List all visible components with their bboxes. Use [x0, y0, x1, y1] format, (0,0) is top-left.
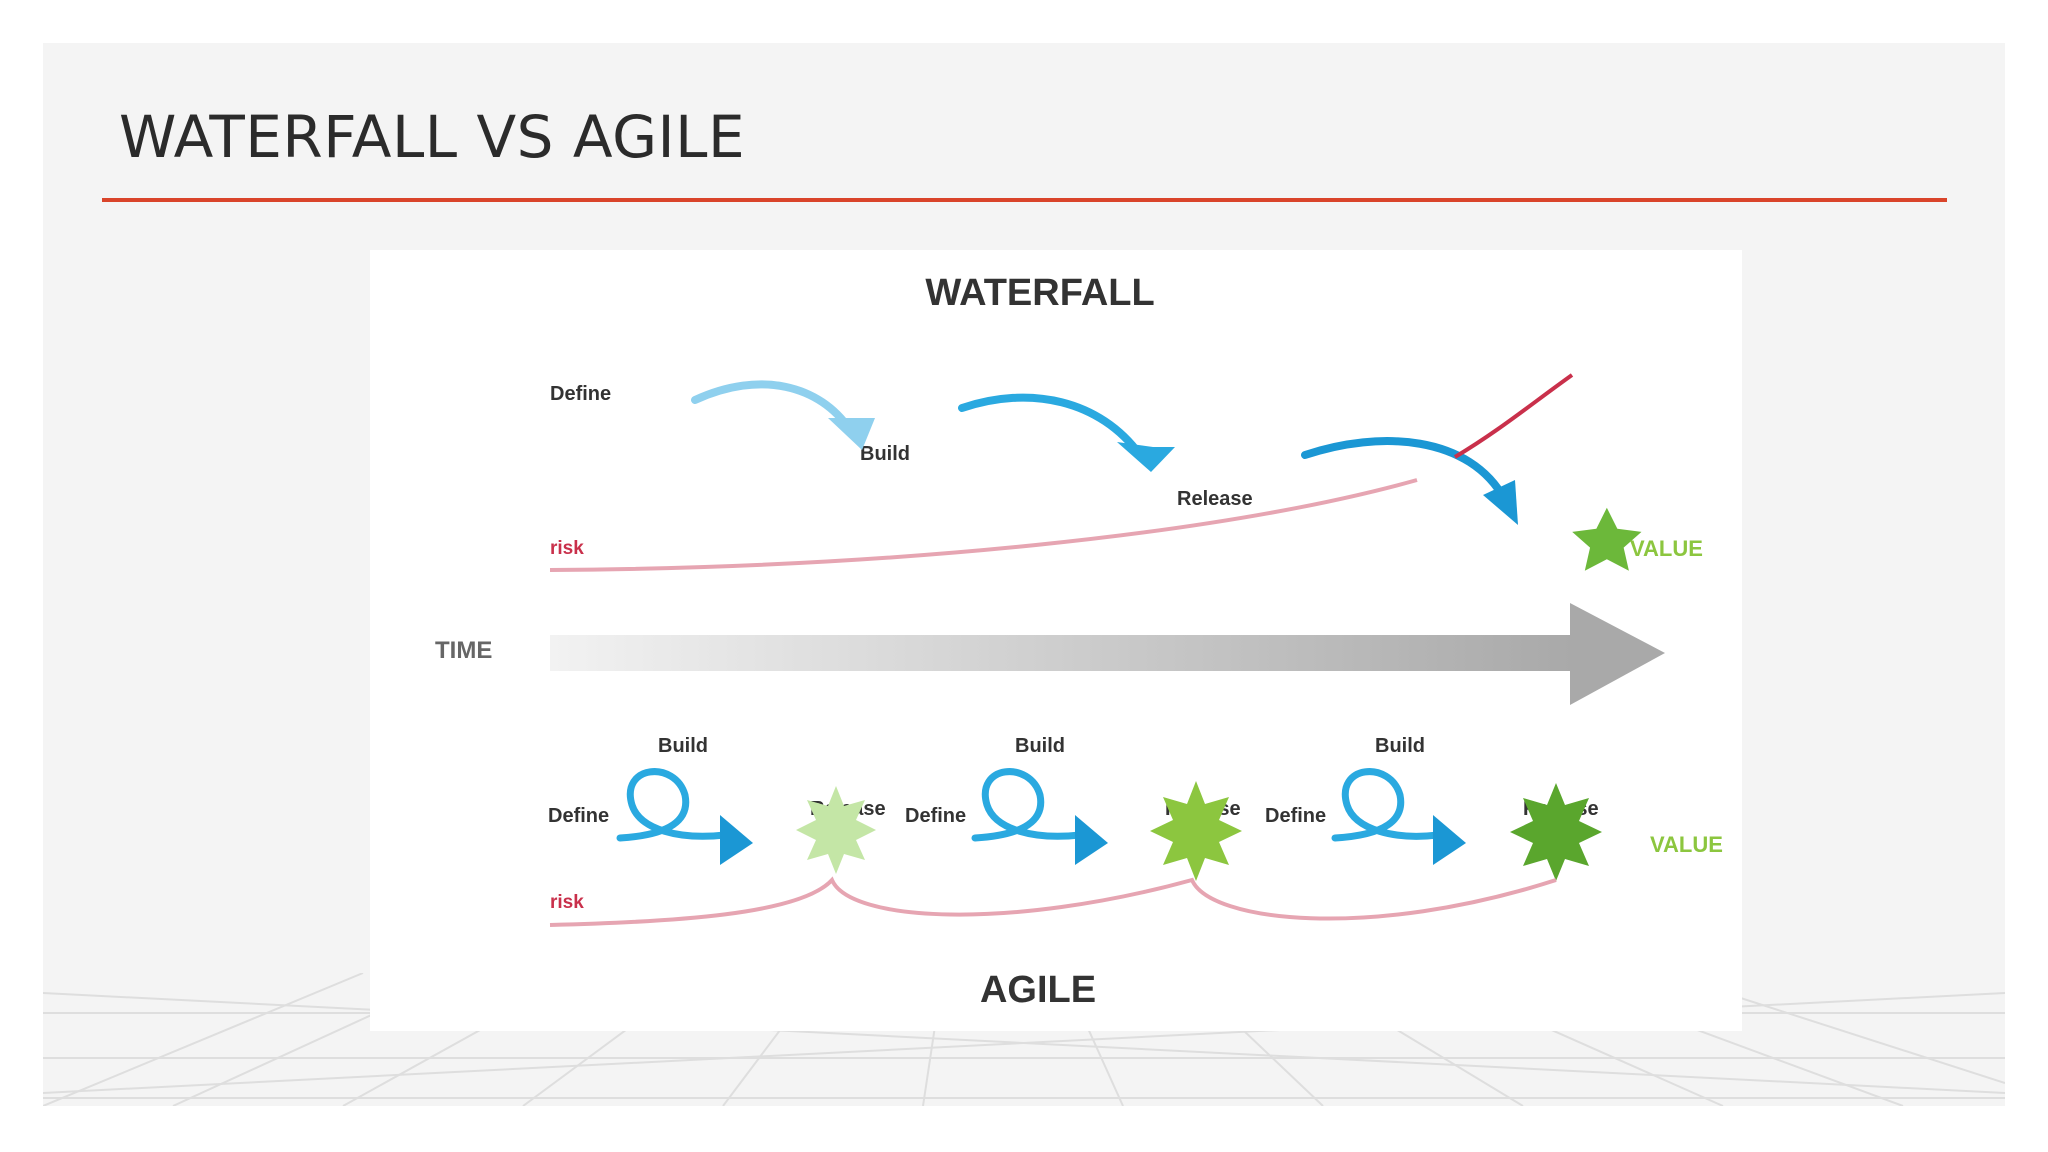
agile-iteration-3: Build Define Release	[1265, 735, 1602, 881]
agile-1-define-label: Define	[548, 805, 609, 827]
waterfall-arrow-define-build-icon	[691, 380, 875, 450]
waterfall-heading: WATERFALL	[925, 272, 1154, 314]
waterfall-risk-curve	[549, 478, 1418, 572]
waterfall-value-label: VALUE	[1630, 536, 1703, 561]
agile-3-build-label: Build	[1375, 735, 1425, 757]
waterfall-value-star-icon	[1572, 507, 1642, 571]
agile-2-build-label: Build	[1015, 735, 1065, 757]
waterfall-arrow-build-release-icon	[958, 393, 1175, 472]
agile-3-value-star-icon	[1510, 783, 1602, 881]
agile-heading: AGILE	[980, 969, 1096, 1011]
agile-3-define-label: Define	[1265, 805, 1326, 827]
agile-2-loop-arrow-icon	[971, 768, 1084, 842]
title-underline	[102, 198, 1947, 202]
waterfall-step-build: Build	[860, 443, 910, 465]
slide-title: WATERFALL VS AGILE	[119, 103, 746, 171]
time-label: TIME	[435, 637, 492, 664]
waterfall-step-release: Release	[1177, 488, 1253, 510]
waterfall-vs-agile-diagram: WATERFALL Define Build Release risk	[370, 250, 1742, 1031]
agile-risk-label: risk	[550, 892, 584, 913]
agile-risk-curve	[549, 876, 1557, 927]
agile-1-loop-arrow-icon	[616, 768, 729, 842]
waterfall-risk-curve-steep	[1453, 373, 1574, 459]
slide: WATERFALL VS AGILE WATERFALL Define Buil…	[43, 43, 2005, 1106]
waterfall-step-define: Define	[550, 383, 611, 405]
agile-2-define-label: Define	[905, 805, 966, 827]
agile-1-build-label: Build	[658, 735, 708, 757]
agile-iteration-2: Build Define Release	[905, 735, 1242, 881]
agile-value-label: VALUE	[1650, 832, 1723, 857]
agile-iteration-1: Build Define Release	[548, 735, 886, 874]
agile-1-value-star-icon	[796, 786, 876, 874]
waterfall-risk-label: risk	[550, 538, 584, 559]
waterfall-arrow-release-value-icon	[1301, 437, 1518, 525]
time-arrow-icon	[550, 603, 1665, 705]
agile-2-value-star-icon	[1150, 781, 1242, 881]
agile-3-loop-arrow-icon	[1331, 768, 1442, 842]
